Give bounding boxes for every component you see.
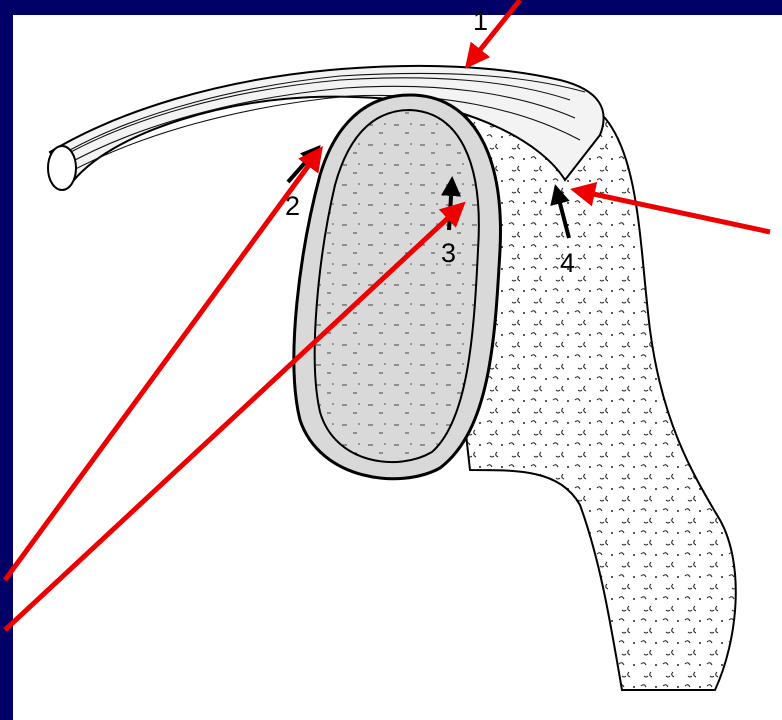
red-arrow-to-2 [5,150,320,580]
label-4: 4 [560,248,575,278]
bone-body [457,87,736,690]
label-3: 3 [441,238,456,268]
ligament-cut-end [48,146,76,190]
label-1: 1 [473,6,488,36]
